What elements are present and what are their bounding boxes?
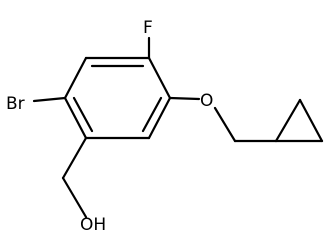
ring-double-bond-right xyxy=(141,96,163,133)
ring-bond-lower-right xyxy=(147,96,172,140)
ring-ch2-bond xyxy=(61,136,88,180)
fluorine-label: F xyxy=(143,18,153,38)
bromine-label: Br xyxy=(6,94,25,114)
c-o-ether-bond xyxy=(168,96,201,101)
c-br-bond xyxy=(32,96,67,103)
cyclopropyl-bond-1 xyxy=(274,98,302,143)
ring-bond-upper-right xyxy=(147,56,172,100)
cyclopropyl-ring xyxy=(274,98,324,143)
ring-bond-upper-left xyxy=(63,56,88,100)
benzene-ring xyxy=(63,56,172,140)
ring-double-bond-left xyxy=(72,96,94,133)
ring-bond-lower-left xyxy=(63,96,88,140)
ch2-oh-bond xyxy=(61,176,88,219)
ether-oxygen-label: O xyxy=(200,91,213,111)
o-ch2-bond xyxy=(213,106,237,143)
cyclopropyl-bond-2 xyxy=(298,98,324,143)
hydroxyl-label: OH xyxy=(80,215,106,235)
